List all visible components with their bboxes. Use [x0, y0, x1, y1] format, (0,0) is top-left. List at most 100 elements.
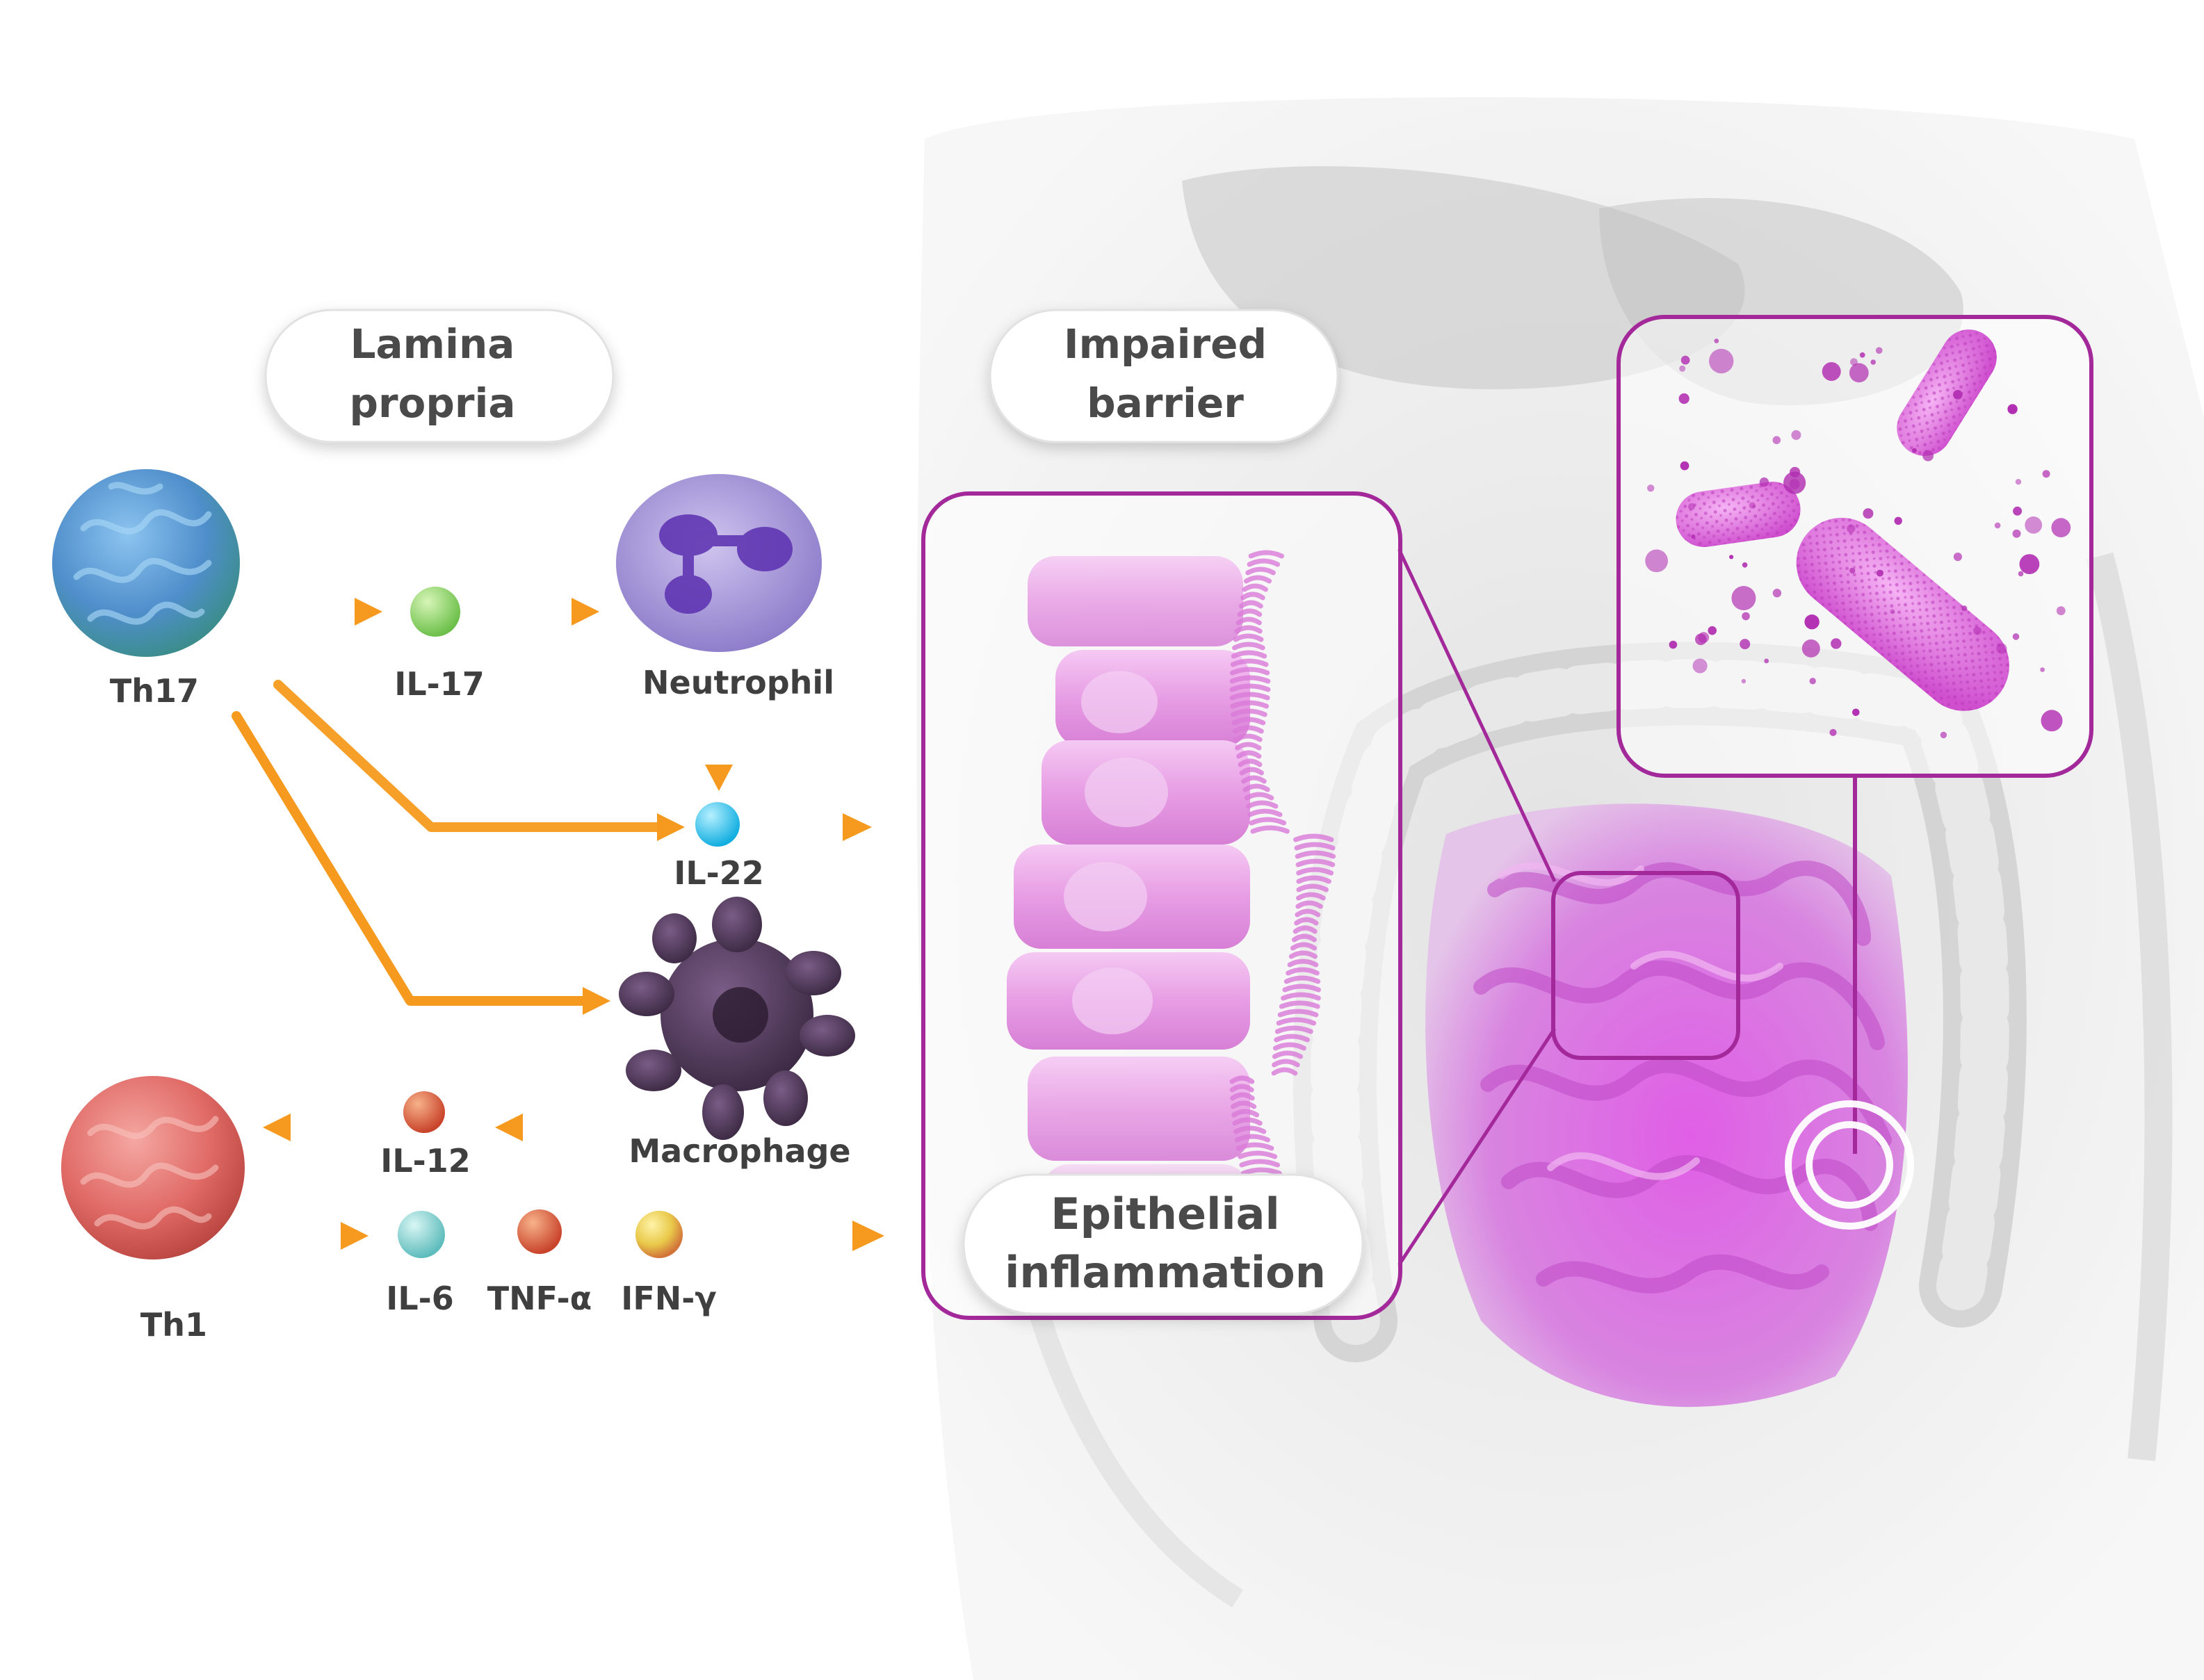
bacterial-particle: [2051, 518, 2071, 538]
arrow-head: [263, 1114, 291, 1141]
bacterium-2: [1676, 482, 1801, 547]
il6-dot: [398, 1211, 445, 1258]
microvillus: [1283, 975, 1321, 984]
bacterial-particle: [1849, 567, 1856, 574]
bacterial-particle: [1714, 339, 1719, 343]
microvillus: [1235, 617, 1262, 626]
microvillus: [1245, 566, 1276, 576]
microvillus: [1238, 758, 1263, 767]
bacterial-particle: [1708, 626, 1717, 635]
microvillus: [1241, 775, 1267, 784]
epithelial-panel: [921, 491, 1402, 1320]
microvillus: [1231, 708, 1267, 717]
bacterial-particle: [1940, 731, 1947, 739]
bacterial-particle: [1749, 502, 1756, 509]
arrow-head: [843, 813, 872, 841]
th17-label: Th17: [110, 672, 199, 710]
bubble-lamina-propria: [264, 309, 615, 443]
bacterial-particle: [1742, 612, 1750, 621]
bacterial-particle: [1741, 678, 1747, 684]
microvillus: [1272, 1059, 1300, 1068]
microvillus: [1247, 808, 1283, 817]
tnfa-label: TNF-α: [487, 1280, 592, 1317]
bacterial-particle: [1849, 363, 1869, 383]
th17-cell: [52, 469, 240, 657]
bacterial-particle: [2056, 606, 2066, 616]
bacterial-particle: [1698, 632, 1710, 643]
microvillus: [1233, 1125, 1267, 1134]
microvillus: [1230, 667, 1270, 676]
bacterial-particle: [1831, 638, 1842, 649]
bacterial-particle: [1850, 358, 1858, 366]
bacterial-particle: [2012, 529, 2021, 538]
microvillus: [1238, 1150, 1278, 1159]
bacterial-particle: [1870, 359, 1876, 365]
microvillus: [1290, 942, 1318, 951]
bacterial-particle: [1875, 347, 1883, 354]
bacterial-particle: [1852, 708, 1860, 717]
bacterial-particle: [1678, 393, 1690, 405]
il12-dot: [403, 1091, 445, 1133]
microvillus: [1235, 1142, 1274, 1151]
arrow-head: [341, 1222, 368, 1250]
arrow-head: [852, 1221, 884, 1251]
bacterial-particle: [1922, 450, 1934, 462]
microvillus: [1246, 800, 1279, 809]
il6-label: IL-6: [386, 1280, 454, 1317]
bacterial-particle: [1973, 626, 1982, 635]
bacterial-particle: [1809, 678, 1816, 685]
bacterial-particle: [2013, 506, 2023, 516]
bacterial-particle: [1740, 639, 1751, 650]
microvillus: [1229, 675, 1271, 684]
epithelial-cells: [1007, 556, 1250, 1255]
connector-upper: [1397, 548, 1557, 883]
microvillus: [1249, 817, 1287, 826]
microvillus: [1274, 1025, 1313, 1034]
bacterial-particle: [1669, 640, 1678, 649]
bubble-barrier-line1: Impaired: [1064, 320, 1267, 368]
bacterial-particle: [1680, 355, 1690, 365]
microvillus: [1282, 984, 1321, 993]
bacterial-particle: [1912, 448, 1917, 453]
bacterial-particle: [2019, 554, 2040, 574]
bacterial-particle: [2042, 470, 2050, 478]
microvillus: [1233, 733, 1263, 742]
microvillus: [1234, 625, 1263, 634]
small-intestine: [1425, 804, 1908, 1408]
bacterial-particle: [1759, 477, 1769, 487]
bacterial-particle: [1742, 562, 1748, 568]
microvillus: [1294, 842, 1336, 851]
bacterial-particle: [2041, 710, 2063, 732]
il22-label: IL-22: [674, 854, 764, 892]
microvillus: [1230, 1100, 1257, 1109]
bacterial-particle: [1729, 555, 1734, 560]
macrophage-cell: [619, 897, 855, 1140]
microvillus: [1235, 742, 1262, 751]
bacterial-particle: [1822, 362, 1841, 381]
microvillus: [1242, 783, 1270, 792]
microvillus: [1237, 608, 1263, 617]
microvillus: [1247, 558, 1281, 567]
arrow-th17-il22: [273, 680, 665, 832]
bacterial-particles: [1645, 339, 2071, 739]
bacterial-particle: [1647, 484, 1655, 492]
bacterium-3: [1796, 517, 2009, 711]
microvillus: [1281, 992, 1321, 1001]
microvillus: [1232, 642, 1265, 651]
bacterial-particle: [1645, 549, 1669, 573]
bacterial-particle: [1692, 658, 1708, 674]
bacterial-particle: [1994, 522, 2001, 529]
microvillus: [1248, 550, 1285, 559]
microvillus: [1229, 1084, 1254, 1093]
microvillus: [1293, 833, 1334, 842]
microvillus: [1238, 600, 1263, 609]
bacterial-particle: [1847, 524, 1856, 533]
connector-lower: [1397, 1027, 1557, 1266]
bubble-lamina-line1: Lamina: [350, 320, 515, 368]
arrow-th17-macrophage: [232, 711, 589, 1006]
bubble-epithelial-line2: inflammation: [1005, 1247, 1326, 1298]
bacterial-particle: [1680, 461, 1690, 471]
neutrophil-cell: [616, 474, 822, 652]
microvillus: [1295, 858, 1336, 867]
microvillus: [1229, 683, 1271, 692]
